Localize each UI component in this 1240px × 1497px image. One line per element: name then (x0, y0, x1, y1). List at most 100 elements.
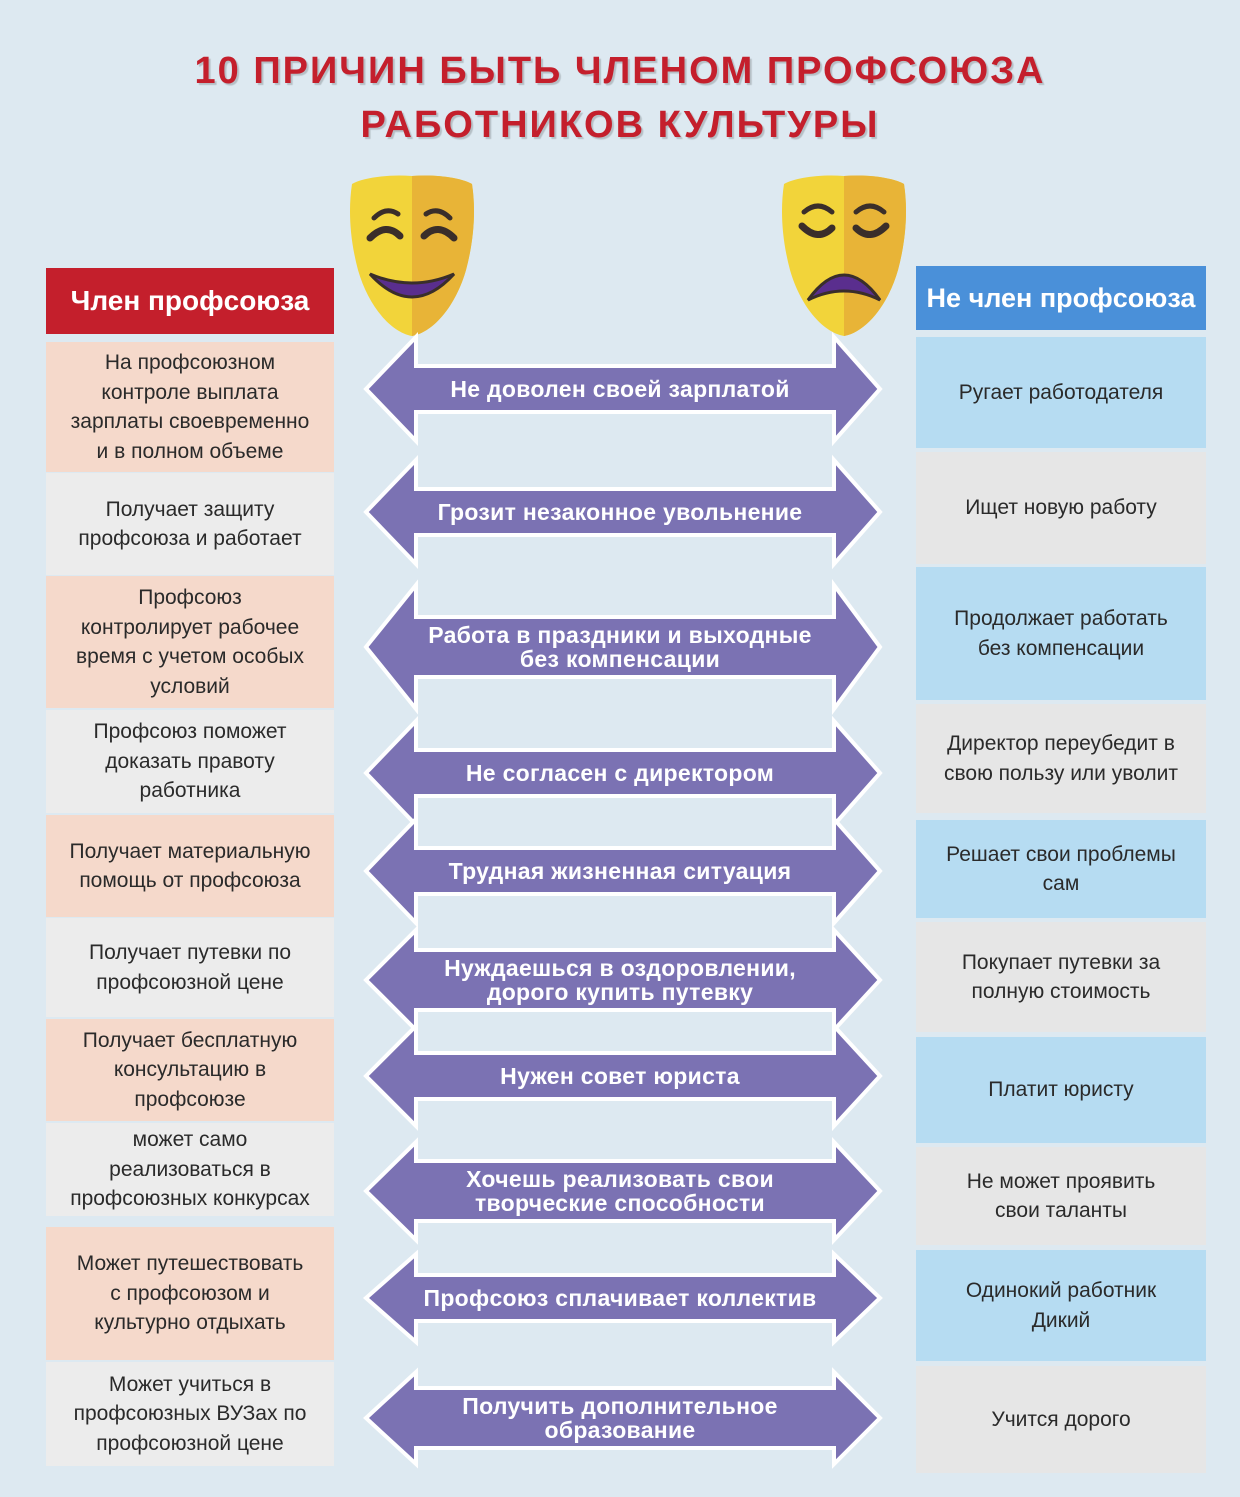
non-member-outcome-cell: Покупает путевки за полную стоимость (916, 922, 1206, 1032)
member-benefit-cell-line: условий (150, 674, 230, 698)
member-benefit-cell-line: работника (139, 779, 241, 803)
member-benefit-cell-line: профсоюза и работает (78, 527, 302, 550)
member-benefit-cell-line: может само (132, 1128, 248, 1152)
non-member-outcome-cell-line: Учится дорого (991, 1407, 1131, 1431)
member-benefit-cell: Может учиться в профсоюзных ВУЗах по профс… (46, 1362, 334, 1466)
non-member-outcome-cell-line: Не может проявить (966, 1169, 1156, 1193)
member-benefit-cell-line: консультацию в (113, 1058, 267, 1082)
situation-label-line: Не доволен своей зарплатой (450, 376, 790, 402)
member-benefit-cell-line: доказать правоту (105, 749, 275, 773)
situation-label-line: Работа в праздники и выходные (428, 622, 812, 648)
member-benefit-cell-line: контролирует рабочее (80, 615, 300, 639)
double-arrow-shape (363, 1136, 883, 1246)
member-benefit-cell-line: Получает бесплатную (82, 1028, 298, 1052)
non-member-outcome-cell-line: Ругает работодателя (958, 380, 1164, 404)
situation-label-line: Профсоюз сплачивает коллектив (423, 1285, 817, 1311)
double-arrow-shape (363, 1367, 883, 1469)
situation-label-line: Получить дополнительное (462, 1393, 778, 1419)
situation-label: Нужен совет юриста (380, 1064, 860, 1088)
situation-label-line: Нуждаешься в оздоровлении, (444, 955, 796, 981)
non-member-outcome-cell-line: Платит юристу (988, 1078, 1134, 1102)
double-arrow-shape (363, 813, 883, 929)
member-benefit-cell-line: и в полном объеме (96, 439, 284, 463)
non-member-outcome-cell: Решает свои проблемы сам (916, 820, 1206, 918)
situation-label-line: творческие способности (474, 1190, 765, 1216)
non-member-outcome-cell-line: Покупает путевки за (961, 950, 1161, 974)
non-member-outcome-cell: Платит юристу (916, 1037, 1206, 1143)
situation-label-line: Хочешь реализовать свои (466, 1166, 774, 1192)
member-benefit-cell-line: профсоюзной цене (96, 1431, 284, 1455)
non-member-outcome-cell-line: Продолжает работать (954, 607, 1168, 630)
member-benefit-cell: Профсоюз поможет доказать правоту работник… (46, 710, 334, 813)
member-benefit-cell-line: Может учиться в (108, 1372, 272, 1396)
member-benefit-cell: На профсоюзном контроле выплата зарплаты с… (46, 342, 334, 472)
page-title-line-1: 10 ПРИЧИН БЫТЬ ЧЛЕНОМ ПРОФСОЮЗА (194, 50, 1046, 92)
non-member-outcome-cell: Ругает работодателя (916, 337, 1206, 448)
situation-label-line: образование (544, 1417, 696, 1443)
non-member-outcome-cell-line: Дикий (1031, 1308, 1091, 1332)
member-benefit-cell-line: Получает путевки по (88, 941, 291, 964)
member-benefit-cell-line: контроле выплата (101, 380, 279, 404)
non-member-outcome-cell-line: свою пользу или уволит (944, 761, 1178, 785)
non-member-outcome-cell-line: Директор переубедит в (947, 732, 1175, 755)
double-arrow-shape (363, 924, 883, 1036)
situation-label: Грозит незаконное увольнение (380, 500, 860, 524)
non-member-outcome-cell: Учится дорого (916, 1366, 1206, 1473)
member-benefit-cell: Получает путевки по профсоюзной цене (46, 918, 334, 1017)
member-benefit-cell-line: профсоюзных ВУЗах по (73, 1402, 307, 1426)
situation-label: Трудная жизненная ситуация (380, 859, 860, 883)
double-arrow-shape (363, 331, 883, 447)
situation-label-line: Грозит незаконное увольнение (437, 499, 803, 525)
member-benefit-cell: Получает бесплатную консультацию в профсою… (46, 1019, 334, 1121)
member-benefit-cell-line: помощь от профсоюза (79, 869, 301, 892)
situation-label: Нуждаешься в оздоровлении,дорого купить … (380, 956, 860, 1004)
non-member-outcome-cell-line: Ищет новую работу (965, 496, 1157, 520)
non-member-outcome-cell-line: Одинокий работник (965, 1279, 1157, 1302)
double-arrow-shape (362, 1249, 883, 1347)
member-column-header: Член профсоюза (46, 268, 334, 334)
situation-label-line: Трудная жизненная ситуация (448, 858, 792, 884)
situation-label-line: Нужен совет юриста (500, 1063, 740, 1089)
situation-label-line: Не согласен с директором (465, 760, 775, 786)
double-arrow-shape (363, 1020, 883, 1132)
member-benefit-cell: Получает защиту профсоюза и работает (46, 473, 334, 575)
sad-mask-icon (782, 175, 906, 336)
situation-label: Профсоюз сплачивает коллектив (380, 1286, 860, 1310)
double-arrow-shape (363, 454, 883, 570)
situation-label: Не согласен с директором (380, 761, 860, 785)
member-benefit-cell-line: Получает защиту (105, 497, 275, 521)
member-benefit-cell-line: Профсоюз поможет (93, 720, 287, 744)
member-benefit-cell: Профсоюз контролирует рабочее время с учет… (46, 576, 334, 708)
non-member-outcome-cell-line: полную стоимость (971, 980, 1151, 1003)
member-benefit-cell-line: Профсоюз (138, 586, 242, 609)
happy-mask-icon (350, 175, 474, 336)
double-arrow-shape (363, 715, 883, 831)
non-member-outcome-cell-line: Решает свои проблемы (946, 842, 1176, 866)
non-member-outcome-cell-line: без компенсации (977, 636, 1145, 660)
member-benefit-cell-line: время с учетом особых (76, 645, 304, 668)
member-benefit-cell-line: профсоюзе (134, 1087, 246, 1111)
member-benefit-cell-line: На профсоюзном (104, 351, 276, 374)
situation-label-line: дорого купить путевку (486, 979, 754, 1005)
member-benefit-cell-line: с профсоюзом и (110, 1281, 270, 1305)
double-arrow-shape (363, 578, 883, 716)
member-benefit-cell-line: профсоюзной цене (96, 970, 284, 994)
member-benefit-cell-line: Может путешествовать (76, 1252, 304, 1276)
non-member-outcome-cell: Ищет новую работу (916, 452, 1206, 564)
non-member-outcome-cell: Директор переубедит в свою пользу или уво… (916, 704, 1206, 813)
page-title-line-2: РАБОТНИКОВ КУЛЬТУРЫ (360, 104, 880, 146)
member-benefit-cell-line: реализоваться в (109, 1157, 271, 1181)
non-member-outcome-cell: Продолжает работать без компенсации (916, 567, 1206, 700)
non-member-outcome-cell-line: сам (1042, 872, 1080, 895)
member-benefit-cell-line: зарплаты своевременно (70, 410, 310, 433)
situation-label: Не доволен своей зарплатой (380, 377, 860, 401)
non-member-column-header: Не член профсоюза (916, 266, 1206, 330)
